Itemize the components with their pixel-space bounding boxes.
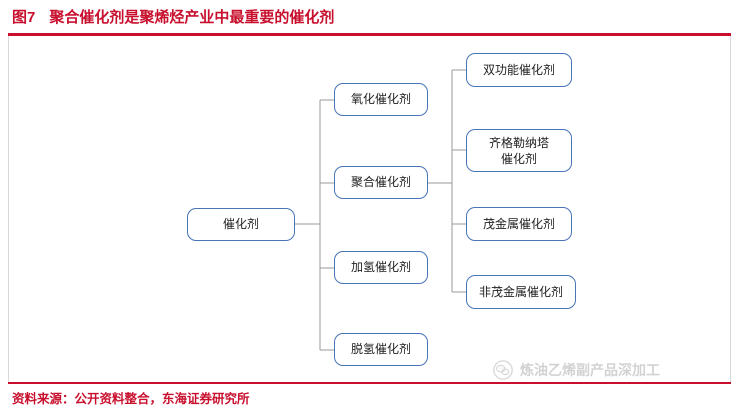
title-divider-rule	[8, 33, 731, 36]
node-ziegler-natta-catalyst[interactable]: 齐格勒纳塔 催化剂	[466, 129, 572, 172]
footer-divider-rule	[8, 382, 731, 384]
node-polymerization-catalyst[interactable]: 聚合催化剂	[334, 166, 428, 199]
node-label: 加氢催化剂	[350, 260, 411, 274]
node-label: 催化剂	[222, 217, 259, 231]
node-label: 非茂金属催化剂	[478, 284, 563, 299]
node-label: 氧化催化剂	[350, 92, 411, 106]
node-label: 脱氢催化剂	[350, 342, 411, 356]
node-dehydrogenation-catalyst[interactable]: 脱氢催化剂	[334, 333, 428, 366]
figure-title-text: 聚合催化剂是聚烯烃产业中最重要的催化剂	[49, 9, 335, 26]
node-root-catalyst[interactable]: 催化剂	[187, 208, 295, 241]
node-hydrogenation-catalyst[interactable]: 加氢催化剂	[334, 251, 428, 284]
node-bifunctional-catalyst[interactable]: 双功能催化剂	[466, 53, 572, 87]
node-label: 聚合催化剂	[350, 175, 411, 189]
node-label: 齐格勒纳塔 催化剂	[488, 135, 549, 166]
source-text: 资料来源：公开资料整合，东海证券研究所	[12, 392, 250, 406]
node-metallocene-catalyst[interactable]: 茂金属催化剂	[466, 207, 572, 241]
node-label: 双功能催化剂	[482, 62, 555, 77]
figure-title-band: 图7 聚合催化剂是聚烯烃产业中最重要的催化剂	[0, 0, 739, 33]
node-non-metallocene-catalyst[interactable]: 非茂金属催化剂	[466, 275, 576, 309]
node-oxidation-catalyst[interactable]: 氧化催化剂	[334, 83, 428, 116]
figure-number-label: 图7	[12, 9, 36, 26]
node-label: 茂金属催化剂	[482, 216, 555, 231]
